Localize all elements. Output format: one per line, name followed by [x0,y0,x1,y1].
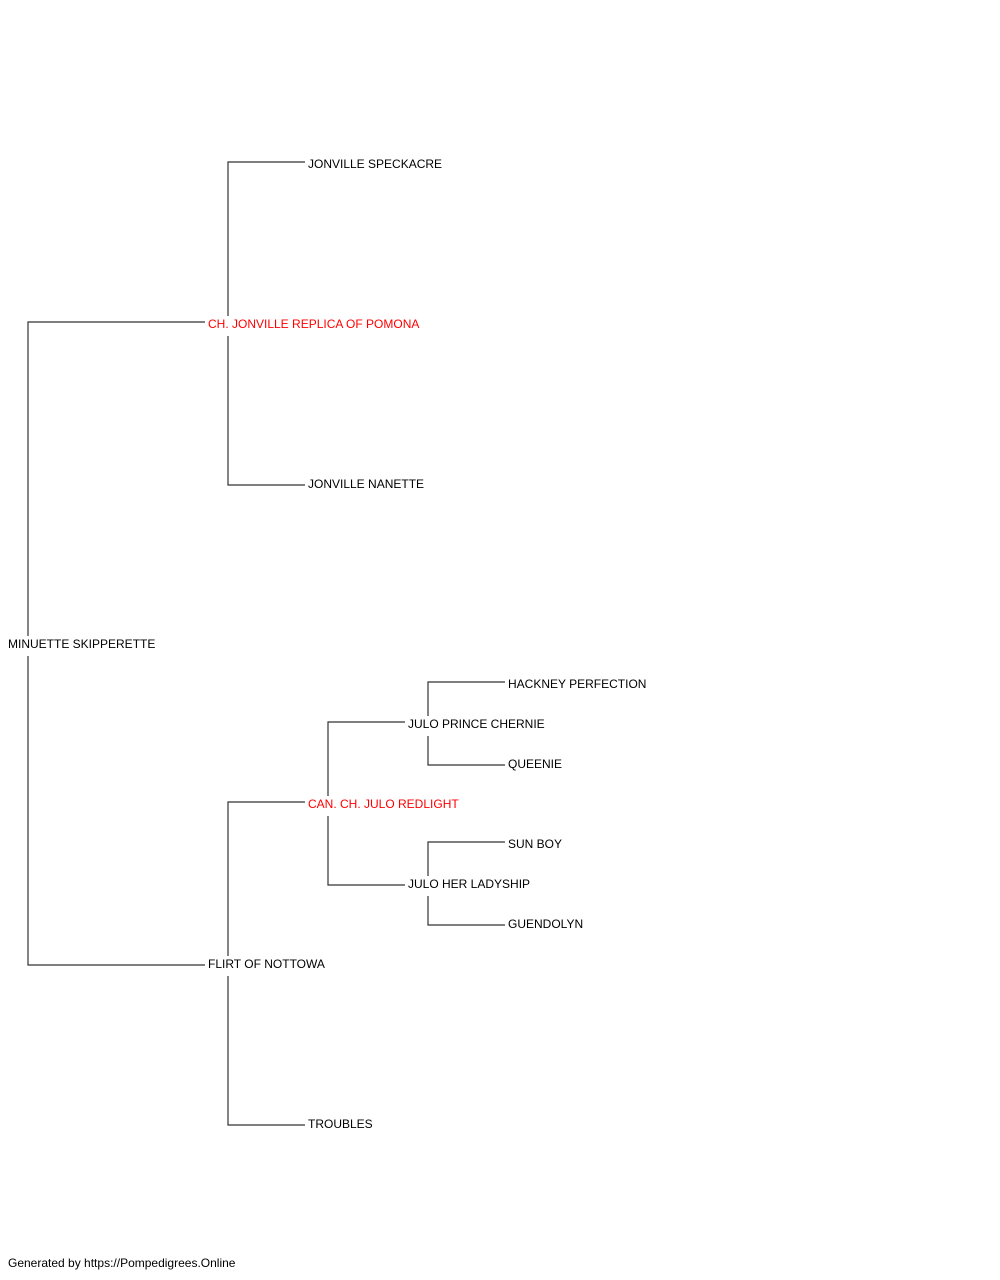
dam-sire-sire-name: JULO PRINCE CHERNIE [408,717,545,731]
connector-subject [27,321,205,966]
connector-lines [27,161,505,1126]
sire-sire-name: JONVILLE SPECKACRE [308,157,442,171]
dam-sire-dam-dam-name: GUENDOLYN [508,917,583,931]
dam-sire-dam-name: JULO HER LADYSHIP [408,877,530,891]
subject-name: MINUETTE SKIPPERETTE [8,637,155,651]
dam-sire-name: CAN. CH. JULO REDLIGHT [308,797,459,811]
pedigree-tree: MINUETTE SKIPPERETTE CH. JONVILLE REPLIC… [8,157,646,1131]
sire-dam-name: JONVILLE NANETTE [308,477,424,491]
dam-sire-dam-sire-name: SUN BOY [508,837,562,851]
connector-dam-sire [327,721,405,886]
dam-name: FLIRT OF NOTTOWA [208,957,325,971]
dam-sire-sire-sire-name: HACKNEY PERFECTION [508,677,646,691]
dam-dam-name: TROUBLES [308,1117,373,1131]
footer-credit: Generated by https://Pompedigrees.Online [8,1256,236,1270]
dam-sire-sire-dam-name: QUEENIE [508,757,562,771]
connector-sire [227,161,305,486]
connector-dam-sire-dam [427,841,505,926]
connector-dam-sire-sire [427,681,505,766]
connector-dam [227,801,305,1126]
sire-name: CH. JONVILLE REPLICA OF POMONA [208,317,419,331]
